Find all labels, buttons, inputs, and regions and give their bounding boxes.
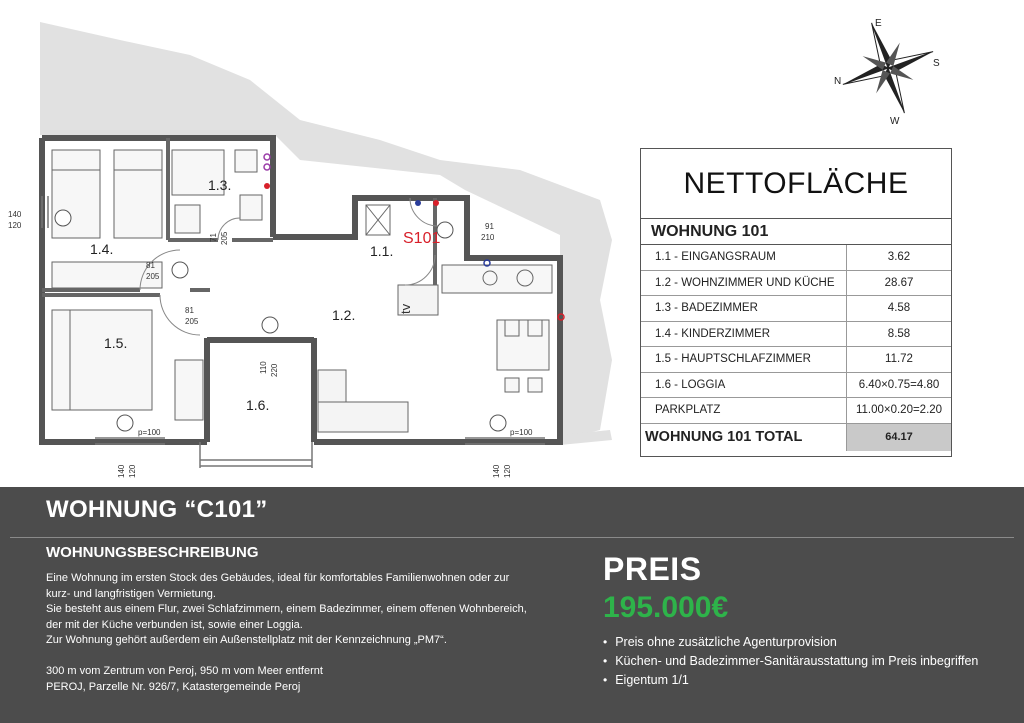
- dim-label: 71: [209, 233, 218, 242]
- table-row: 1.3 - BADEZIMMER 4.58: [641, 296, 951, 322]
- dim-label: 205: [146, 272, 160, 281]
- row-label: 1.4 - KINDERZIMMER: [641, 321, 847, 346]
- description-title: WOHNUNGSBESCHREIBUNG: [46, 544, 259, 561]
- row-value: 6.40×0.75=4.80: [858, 378, 940, 391]
- row-value: 4.58: [887, 302, 911, 314]
- compass-n: N: [834, 76, 841, 87]
- description-line: der mit der Küche verbunden ist, sowie e…: [46, 618, 303, 631]
- dim-label: 140: [8, 210, 22, 219]
- area-table: NETTOFLÄCHE WOHNUNG 101 1.1 - EINGANGSRA…: [640, 148, 952, 457]
- table-rows: 1.1 - EINGANGSRAUM 3.62 1.2 - WOHNZIMMER…: [641, 245, 951, 451]
- row-label: 1.6 - LOGGIA: [641, 372, 847, 397]
- bath-fixtures: [171, 149, 263, 234]
- entrance: [365, 204, 391, 236]
- description-line: 300 m vom Zentrum von Peroj, 950 m vom M…: [46, 665, 323, 677]
- table-row: 1.4 - KINDERZIMMER 8.58: [641, 321, 951, 347]
- table-row: 1.6 - LOGGIA 6.40×0.75=4.80: [641, 372, 951, 398]
- row-label: 1.5 - HAUPTSCHLAFZIMMER: [641, 347, 847, 372]
- table-title: NETTOFLÄCHE: [641, 149, 951, 219]
- row-label: 1.1 - EINGANGSRAUM: [641, 245, 847, 270]
- door-arcs: [139, 197, 439, 336]
- dim-label: 220: [270, 363, 279, 377]
- row-value: 3.62: [887, 251, 911, 263]
- dim-label: 205: [185, 317, 199, 326]
- row-label: 1.3 - BADEZIMMER: [641, 296, 847, 321]
- room-label-1-4: 1.4.: [90, 241, 113, 257]
- table-row: 1.5 - HAUPTSCHLAFZIMMER 11.72: [641, 347, 951, 373]
- outlets: [263, 153, 565, 321]
- windows: [41, 196, 545, 468]
- terrain-shape: [40, 22, 612, 440]
- total-label: WOHNUNG 101 TOTAL: [641, 423, 847, 451]
- floor-plan-section: 1.1. 1.2. 1.3. 1.4. 1.5. 1.6. S101 tv 14…: [8, 18, 952, 478]
- price-label: PREIS: [603, 551, 702, 587]
- total-value: 64.17: [847, 423, 951, 451]
- price-bullets: Preis ohne zusätzliche Agenturprovision …: [603, 633, 978, 690]
- description-line: Sie besteht aus einem Flur, zwei Schlafz…: [46, 603, 527, 615]
- description-line: PEROJ, Parzelle Nr. 926/7, Katastergemei…: [46, 680, 301, 693]
- description-line: Zur Wohnung gehört außerdem ein Außenste…: [46, 634, 447, 646]
- bullet-item: Preis ohne zusätzliche Agenturprovision: [603, 633, 978, 652]
- row-label: 1.2 - WOHNZIMMER UND KÜCHE: [641, 270, 847, 295]
- markers: [54, 209, 507, 432]
- table-subtitle: WOHNUNG 101: [641, 219, 951, 245]
- bullet-item: Eigentum 1/1: [603, 671, 978, 690]
- apartment-code: S101: [403, 230, 440, 247]
- description-line: kurz- und langfristigen Vermietung.: [46, 587, 216, 600]
- kitchen: [441, 264, 553, 393]
- room-label-1-2: 1.2.: [332, 307, 355, 323]
- dim-label: 110: [259, 361, 268, 374]
- sofa: [317, 284, 439, 433]
- compass-e: E: [875, 18, 882, 29]
- room-label-1-6: 1.6.: [246, 397, 269, 413]
- description-line: Eine Wohnung im ersten Stock des Gebäude…: [46, 572, 510, 584]
- dim-label: 120: [8, 221, 22, 230]
- table-row: PARKPLATZ 11.00×0.20=2.20: [641, 398, 951, 424]
- compass-w: W: [890, 116, 900, 126]
- divider: [10, 537, 1014, 538]
- dim-label: 120: [503, 464, 512, 478]
- price-value: 195.000€: [603, 591, 729, 624]
- dim-label: 140: [117, 464, 126, 478]
- row-value: 28.67: [884, 276, 914, 289]
- room-label-1-1: 1.1.: [370, 243, 393, 259]
- table-row: 1.1 - EINGANGSRAUM 3.62: [641, 245, 951, 271]
- compass-s: S: [933, 58, 940, 69]
- dim-label: 81: [146, 261, 155, 270]
- info-band: WOHNUNG “C101” WOHNUNGSBESCHREIBUNG Eine…: [0, 487, 1024, 723]
- table-total-row: WOHNUNG 101 TOTAL 64.17: [641, 423, 951, 451]
- dim-label: 81: [185, 306, 194, 315]
- dim-label: 120: [128, 464, 137, 478]
- compass-rose-icon: N E S W: [834, 18, 940, 126]
- dim-label: p=100: [138, 428, 161, 437]
- tv-label: tv: [398, 303, 413, 314]
- description: Eine Wohnung im ersten Stock des Gebäude…: [46, 571, 586, 695]
- floor-plan: 1.1. 1.2. 1.3. 1.4. 1.5. 1.6. S101 tv 14…: [8, 22, 612, 478]
- dim-label: p=100: [510, 428, 533, 437]
- room-label-1-3: 1.3.: [208, 177, 231, 193]
- bed-master: [51, 309, 204, 421]
- terrain-bottom: [560, 430, 612, 445]
- table-row: 1.2 - WOHNZIMMER UND KÜCHE 28.67: [641, 270, 951, 296]
- beds-kids: [51, 149, 163, 289]
- apartment-title: WOHNUNG “C101”: [46, 496, 268, 523]
- dim-label: 210: [481, 233, 495, 242]
- dim-label: 140: [492, 464, 501, 478]
- room-label-1-5: 1.5.: [104, 335, 127, 351]
- dim-label: 205: [220, 231, 229, 245]
- dim-label: 91: [485, 222, 494, 231]
- row-value: 11.72: [885, 353, 913, 365]
- row-label: PARKPLATZ: [641, 398, 847, 423]
- bullet-item: Küchen- und Badezimmer-Sanitärausstattun…: [603, 652, 978, 671]
- row-value: 8.58: [887, 327, 911, 340]
- row-value: 11.00×0.20=2.20: [855, 404, 943, 416]
- walls: [39, 135, 563, 445]
